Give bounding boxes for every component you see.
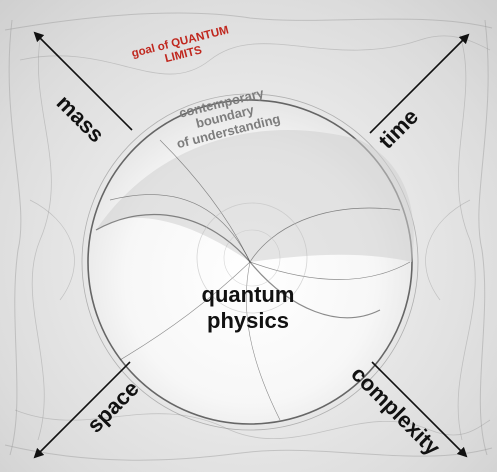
time-arrow — [369, 33, 470, 134]
outer-boundary-curves — [4, 12, 493, 461]
center-line-2: physics — [207, 308, 289, 334]
inner-rings — [196, 202, 308, 314]
mass-arrow — [33, 31, 133, 131]
complexity-arrow — [371, 361, 468, 458]
sphere-upper-shade — [96, 130, 414, 262]
sphere-outer-halo — [81, 93, 419, 431]
center-line-1: quantum — [201, 282, 295, 307]
center-label: quantum physics — [168, 282, 328, 335]
space-arrow — [33, 361, 131, 459]
sphere-swirl-curves — [95, 139, 411, 421]
